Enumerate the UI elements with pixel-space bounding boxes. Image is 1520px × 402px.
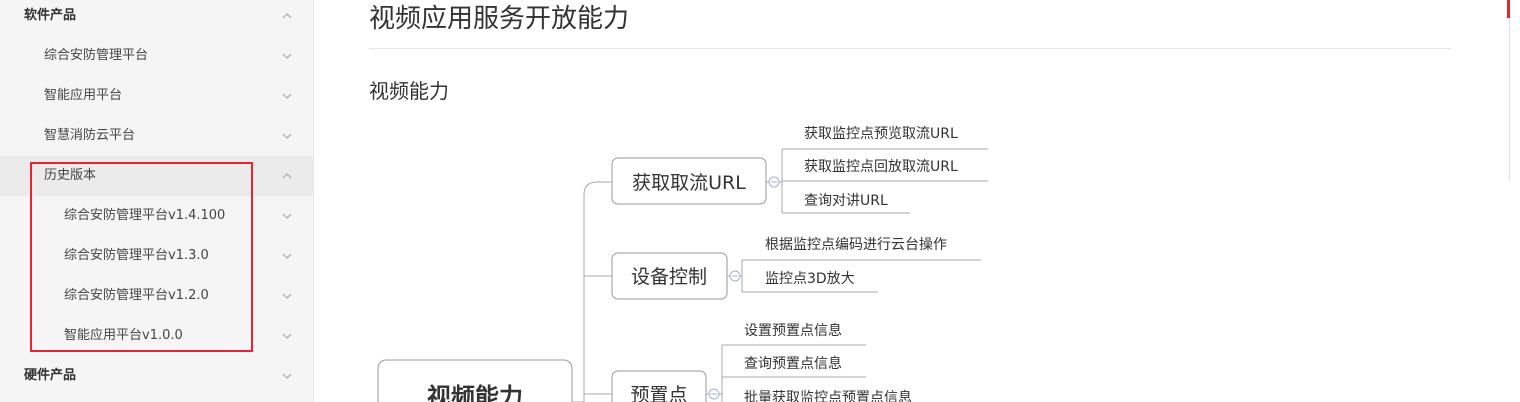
sidebar-item-hardware-products[interactable]: 硬件产品 (0, 356, 313, 396)
sidebar-item-label: 历史版本 (44, 168, 97, 183)
collapse-circle-icon[interactable] (729, 270, 741, 282)
chevron-down-icon (280, 329, 294, 343)
collapse-circle-icon[interactable] (768, 176, 780, 188)
sidebar-item-label: 综合安防管理平台v1.2.0 (64, 288, 209, 303)
title-divider (369, 48, 1451, 49)
sidebar-item-label: 综合安防管理平台 (44, 48, 149, 63)
sidebar-item-label: 软件产品 (24, 8, 77, 23)
mindmap-leaf: 根据监控点编码进行云台操作 (765, 237, 947, 253)
chevron-down-icon (280, 49, 294, 63)
mindmap-leaf: 获取监控点回放取流URL (804, 159, 958, 175)
chevron-down-icon (280, 369, 294, 383)
sidebar-item-label: 智慧消防云平台 (44, 128, 136, 143)
scrollbar-track[interactable] (1509, 18, 1510, 180)
mindmap-leaf: 查询预置点信息 (744, 355, 842, 372)
chevron-up-icon (280, 169, 294, 183)
sidebar-item-security-v1-2-0[interactable]: 综合安防管理平台v1.2.0 (0, 276, 313, 316)
mindmap-branch-label: 获取取流URL (632, 172, 746, 194)
sidebar-item-security-v1-3-0[interactable]: 综合安防管理平台v1.3.0 (0, 236, 313, 276)
sidebar-nav: 软件产品 综合安防管理平台 智能应用平台 智慧消防云平台 历史版本 综合安防管理… (0, 0, 314, 402)
mindmap-leaf: 设置预置点信息 (744, 322, 842, 339)
mindmap-branch-node (611, 370, 707, 402)
sidebar-item-label: 智能应用平台v1.0.0 (64, 328, 183, 343)
sidebar-item-label: 智能应用平台 (44, 88, 123, 103)
chevron-down-icon (280, 89, 294, 103)
chevron-down-icon (280, 209, 294, 223)
sidebar-item-smart-app-v1-0-0[interactable]: 智能应用平台v1.0.0 (0, 316, 313, 356)
highlight-annotation-box (30, 162, 253, 352)
chevron-down-icon (280, 249, 294, 263)
sidebar-item-software-products[interactable]: 软件产品 (0, 0, 313, 36)
mindmap-root-node (377, 359, 573, 402)
mindmap-branch-node (611, 157, 767, 205)
section-title: 视频能力 (369, 79, 449, 103)
mindmap-leaf: 查询对讲URL (804, 193, 888, 209)
sidebar-item-history-versions[interactable]: 历史版本 (0, 156, 313, 196)
chevron-down-icon (280, 129, 294, 143)
sidebar-item-security-platform[interactable]: 综合安防管理平台 (0, 36, 313, 76)
collapse-circle-icon[interactable] (708, 388, 720, 400)
sidebar-item-label: 硬件产品 (24, 368, 77, 383)
sidebar-item-fire-cloud-platform[interactable]: 智慧消防云平台 (0, 116, 313, 156)
mindmap-branch-label: 设备控制 (631, 266, 707, 288)
mindmap-leaf: 获取监控点预览取流URL (804, 126, 958, 142)
scroll-position-indicator[interactable] (1507, 0, 1510, 18)
mindmap-leaf: 批量获取监控点预置点信息 (744, 389, 912, 402)
mindmap-branch-node (611, 252, 728, 300)
sidebar-item-security-v1-4-100[interactable]: 综合安防管理平台v1.4.100 (0, 196, 313, 236)
page-title: 视频应用服务开放能力 (369, 4, 630, 34)
sidebar-item-label: 综合安防管理平台v1.4.100 (64, 208, 226, 223)
mindmap-leaf: 监控点3D放大 (765, 271, 855, 287)
mindmap-branch-label: 预置点 (630, 384, 687, 402)
sidebar-item-smart-app-platform[interactable]: 智能应用平台 (0, 76, 313, 116)
connector-line (572, 181, 612, 402)
mindmap-root-label: 视频能力 (427, 383, 523, 402)
chevron-up-icon (280, 9, 294, 23)
sidebar-item-label: 综合安防管理平台v1.3.0 (64, 248, 209, 263)
chevron-down-icon (280, 289, 294, 303)
